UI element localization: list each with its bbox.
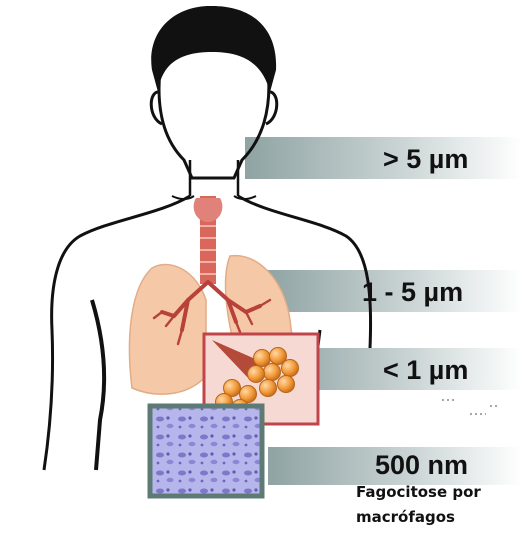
caption-line-2: macrófagos: [356, 505, 455, 530]
dotted-marks: [442, 400, 500, 414]
band-label-1-5um: 1 - 5 µm: [362, 279, 463, 306]
left-lung: [129, 265, 206, 395]
hair: [151, 6, 276, 92]
larynx: [194, 198, 223, 222]
band-label-500nm: 500 nm: [375, 452, 468, 479]
caption-line-1: Fagocitose por: [356, 480, 481, 505]
band-label-greater-5um: > 5 µm: [383, 146, 468, 173]
macrophage-cell-frame: [150, 406, 262, 496]
left-arm-line: [92, 300, 104, 470]
band-label-less-1um: < 1 µm: [383, 357, 468, 384]
